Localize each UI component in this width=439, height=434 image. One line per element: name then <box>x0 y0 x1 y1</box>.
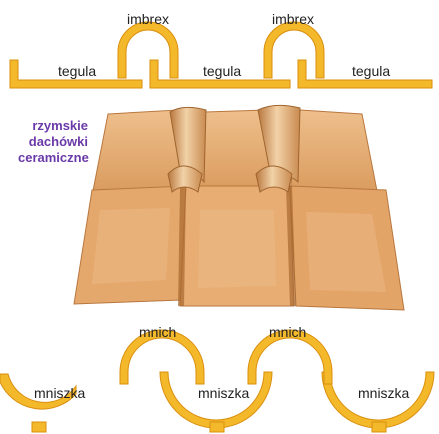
tegula-label: tegula <box>58 64 96 78</box>
tegula-label: tegula <box>203 64 241 78</box>
mnich-label: mnich <box>269 325 306 339</box>
imbrex-label: imbrex <box>127 12 169 26</box>
roof-tiles-photo <box>0 100 439 320</box>
mniszka-label: mniszka <box>358 386 409 400</box>
mniszka-label: mniszka <box>198 386 249 400</box>
tegula-label: tegula <box>352 64 390 78</box>
mniszka-label: mniszka <box>34 386 85 400</box>
mnich-label: mnich <box>139 325 176 339</box>
imbrex-label: imbrex <box>272 12 314 26</box>
imbrex-tegula-profile <box>0 0 439 100</box>
back-tile <box>290 110 378 196</box>
mnich-mniszka-profile <box>0 324 439 434</box>
